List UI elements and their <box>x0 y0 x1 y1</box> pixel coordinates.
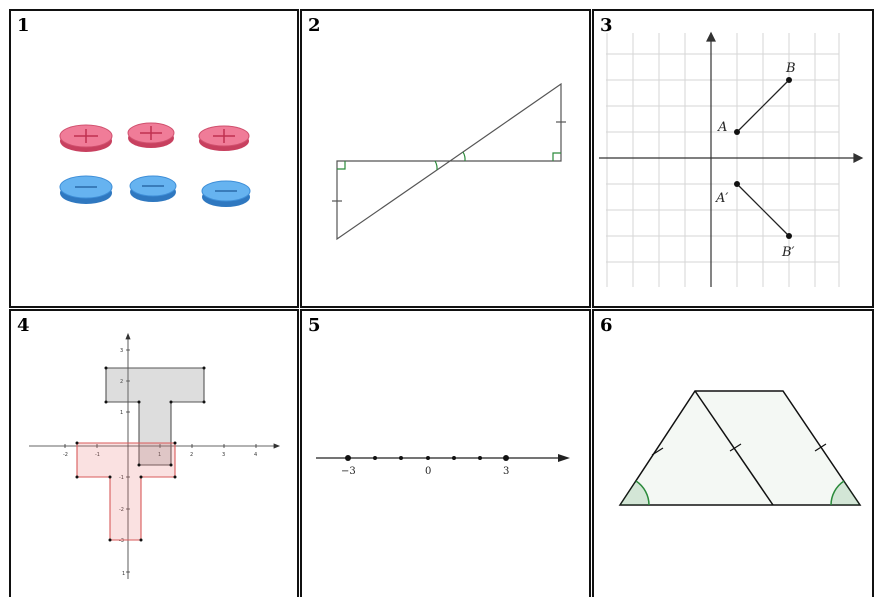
panel-2: 2 <box>300 9 591 308</box>
panel-number: 6 <box>600 315 613 336</box>
x-tick-label: -1 <box>95 452 100 458</box>
y-tick-label: 1 <box>120 410 123 416</box>
y-tick-label: -1 <box>119 475 124 481</box>
panel-6: 6 <box>592 309 874 597</box>
reflection-graph: A B A′ B′ <box>599 31 864 287</box>
axes <box>29 332 281 579</box>
algebra-tiles-drawing <box>59 122 251 207</box>
x-tick-label: -2 <box>63 452 68 458</box>
y-tick-label: -2 <box>119 507 124 513</box>
panel-number: 3 <box>600 15 613 36</box>
positive-tile <box>198 125 250 151</box>
negative-tile <box>59 175 113 204</box>
trapezoid-outline <box>618 390 862 506</box>
y-tick-label: 3 <box>120 348 123 354</box>
panel-4: 4 -2 -1 1 2 3 4 3 2 1 -1 <box>9 309 299 597</box>
tick-label-zero: 0 <box>425 466 431 477</box>
x-tick-label: 4 <box>254 452 257 458</box>
y-tick-label: 1 <box>122 571 125 577</box>
vertical-angle-arcs <box>434 151 466 171</box>
x-tick-label: 1 <box>158 452 161 458</box>
positive-tile <box>127 122 175 148</box>
number-line: −3 0 3 <box>316 454 570 477</box>
y-tick-label: -3 <box>119 538 124 544</box>
triangle-left <box>336 160 452 241</box>
trapezoid-drawing <box>618 390 862 506</box>
panel-number: 2 <box>308 15 321 36</box>
congruence-ticks <box>651 443 827 456</box>
congruence-ticks <box>332 121 566 202</box>
panel-number: 5 <box>308 315 321 336</box>
panel-3: 3 A B A′ <box>592 9 874 308</box>
point-a-prime-label: A′ <box>715 191 728 206</box>
x-tick-labels: -2 -1 1 2 3 4 <box>63 452 257 458</box>
point-b-prime-label: B′ <box>781 245 795 260</box>
triangle-right <box>448 82 562 162</box>
point-b-label: B <box>785 61 796 76</box>
positive-tile <box>59 124 113 152</box>
y-tick-labels: 3 2 1 -1 -2 -3 1 <box>119 348 125 577</box>
number-line-points <box>345 455 509 461</box>
x-tick-label: 3 <box>222 452 225 458</box>
t-shapes-graph: -2 -1 1 2 3 4 3 2 1 -1 -2 -3 1 <box>29 332 281 579</box>
points <box>734 77 792 239</box>
segments <box>736 79 790 237</box>
panel-1: 1 <box>9 9 299 308</box>
panel-number: 4 <box>17 315 30 336</box>
tick-label-3: 3 <box>503 466 509 477</box>
panel-number: 1 <box>17 15 30 36</box>
angle-marks <box>620 480 860 506</box>
negative-tiles-row <box>59 175 251 207</box>
positive-tiles-row <box>59 122 250 152</box>
right-angle-marks <box>337 152 561 170</box>
t-shape-red <box>76 442 176 541</box>
tick-label-neg-3: −3 <box>341 466 356 477</box>
y-tick-label: 2 <box>120 379 123 385</box>
arrow-icon <box>558 454 570 462</box>
negative-tile <box>201 180 251 207</box>
vertices <box>75 366 206 542</box>
x-tick-label: 2 <box>190 452 193 458</box>
negative-tile <box>129 175 177 202</box>
axes <box>599 31 864 287</box>
point-a-label: A <box>717 120 727 135</box>
congruent-triangles-drawing <box>332 82 566 241</box>
grid-lines <box>606 33 840 287</box>
panel-5: 5 −3 0 3 <box>300 309 591 597</box>
